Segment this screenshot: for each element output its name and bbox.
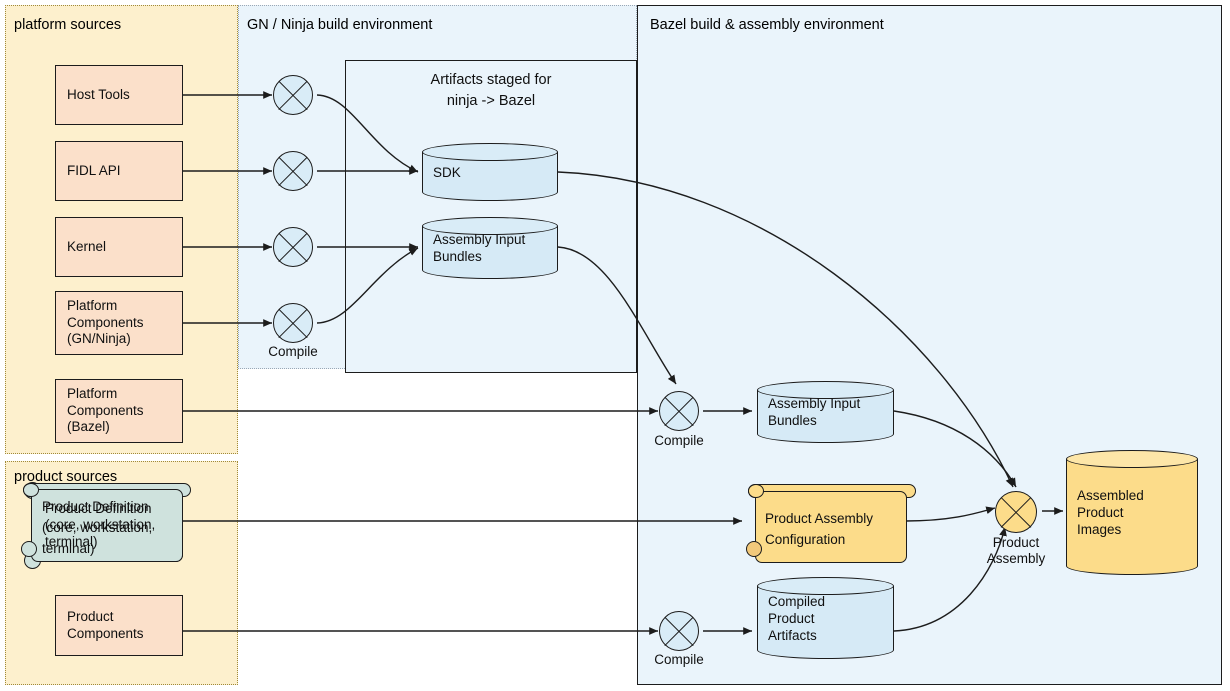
assembled-line2: Product <box>1077 505 1124 520</box>
cylinder-top <box>422 217 558 235</box>
node-platform-components-bazel[interactable]: Platform Components (Bazel) <box>55 379 183 443</box>
compile-node-fidl-api[interactable] <box>273 151 313 191</box>
artifact-product-assembly-configuration[interactable] <box>755 491 907 563</box>
compile-label-gn: Compile <box>268 344 318 359</box>
product-assembly-label-line2: Assembly <box>986 551 1046 566</box>
artifact-assembled-product-images[interactable]: Assembled Product Images <box>1066 450 1198 575</box>
assembled-line3: Images <box>1077 522 1122 537</box>
artifact-assembled-label: Assembled Product Images <box>1077 450 1192 575</box>
node-platform-components-gn-ninja[interactable]: Platform Components (GN/Ninja) <box>55 291 183 355</box>
zone-platform-sources-label: platform sources <box>14 17 122 33</box>
node-kernel-label: Kernel <box>67 238 107 254</box>
product-assembly-node[interactable] <box>995 491 1037 533</box>
zone-gn-ninja-label: GN / Ninja build environment <box>247 17 433 33</box>
node-fidl-api-label: FIDL API <box>67 162 121 178</box>
artifact-cpa-label: Compiled Product Artifacts <box>768 577 888 659</box>
node-platform-components-bazel-line3: (Bazel) <box>67 419 110 435</box>
node-product-components[interactable]: Product Components <box>55 595 183 656</box>
node-platform-components-gn-line1: Platform <box>67 298 118 314</box>
compile-node-host-tools[interactable] <box>273 75 313 115</box>
aib-ninja-line1: Assembly Input <box>433 232 526 247</box>
node-product-components-line1: Product <box>67 609 114 624</box>
assembled-line1: Assembled <box>1077 488 1144 503</box>
compile-node-platform-components-bazel[interactable] <box>659 391 699 431</box>
cylinder-top <box>757 577 894 595</box>
node-fidl-api[interactable]: FIDL API <box>55 141 183 201</box>
artifact-sdk[interactable]: SDK <box>422 143 558 201</box>
product-definition-text-line1: Product Definition <box>42 499 149 514</box>
cpa-line2: Product <box>768 610 815 626</box>
zone-artifacts-staged-line1: Artifacts staged for <box>430 72 552 88</box>
artifact-assembly-input-bundles-ninja[interactable]: Assembly Input Bundles <box>422 217 558 279</box>
product-assembly-label-line1: Product <box>992 535 1040 550</box>
artifact-assembly-input-bundles-bazel[interactable]: Assembly Input Bundles <box>757 381 894 443</box>
artifact-sdk-label: SDK <box>433 164 461 180</box>
product-definition-bottom-curl-icon <box>21 541 37 557</box>
artifact-aib-ninja-label: Assembly Input Bundles <box>433 217 552 279</box>
node-product-definition-line1: Product Definition <box>45 500 152 516</box>
pac-line1: Product Assembly <box>765 511 874 526</box>
aib-ninja-line2: Bundles <box>433 249 482 264</box>
node-host-tools[interactable]: Host Tools <box>55 65 183 125</box>
node-product-definition-line3: terminal) <box>45 533 98 549</box>
cylinder-top <box>757 381 894 399</box>
compile-label-bazel-platform: Compile <box>654 433 704 448</box>
node-platform-components-bazel-line2: Components <box>67 402 144 418</box>
node-product-components-line2: Components <box>67 625 144 641</box>
zone-product-sources-label: product sources <box>14 469 118 485</box>
product-definition-body <box>31 489 183 562</box>
compile-label-product-components: Compile <box>654 652 704 667</box>
node-platform-components-gn-line2: Components <box>67 314 144 330</box>
compile-node-product-components[interactable] <box>659 611 699 651</box>
product-definition-text-line3: terminal) <box>42 541 95 556</box>
cylinder-top <box>422 143 558 161</box>
artifact-aib-bazel-label: Assembly Input Bundles <box>768 381 888 443</box>
pac-top-curl-icon <box>748 484 764 498</box>
aib-bazel-line1: Assembly Input <box>768 396 861 411</box>
node-kernel[interactable]: Kernel <box>55 217 183 277</box>
cpa-line3: Artifacts <box>768 627 817 643</box>
pac-line2: Configuration <box>765 532 846 547</box>
zone-bazel-environment <box>637 5 1222 685</box>
compile-node-platform-components-gn[interactable] <box>273 303 313 343</box>
product-definition-top-curl-icon <box>23 483 39 497</box>
aib-bazel-line2: Bundles <box>768 413 817 428</box>
node-product-definition-text[interactable]: Product Definition (core, workstation, t… <box>42 496 177 559</box>
cylinder-body <box>757 586 894 650</box>
product-definition-text-line2: (core, workstation, <box>42 520 153 535</box>
zone-bazel-label: Bazel build & assembly environment <box>650 17 884 33</box>
zone-artifacts-staged-line2: ninja -> Bazel <box>446 93 536 109</box>
compile-node-kernel[interactable] <box>273 227 313 267</box>
cylinder-top <box>1066 450 1198 468</box>
artifact-compiled-product-artifacts[interactable]: Compiled Product Artifacts <box>757 577 894 659</box>
node-platform-components-gn-line3: (GN/Ninja) <box>67 331 131 347</box>
node-platform-components-bazel-line1: Platform <box>67 386 118 402</box>
cylinder-body <box>1066 459 1198 566</box>
node-host-tools-label: Host Tools <box>67 86 130 102</box>
cpa-line1: Compiled <box>768 593 826 609</box>
node-product-definition-line2: (core, workstation, <box>45 517 156 533</box>
pac-bottom-curl-icon <box>746 541 762 557</box>
artifact-pac-label: Product Assembly Configuration <box>765 508 905 550</box>
